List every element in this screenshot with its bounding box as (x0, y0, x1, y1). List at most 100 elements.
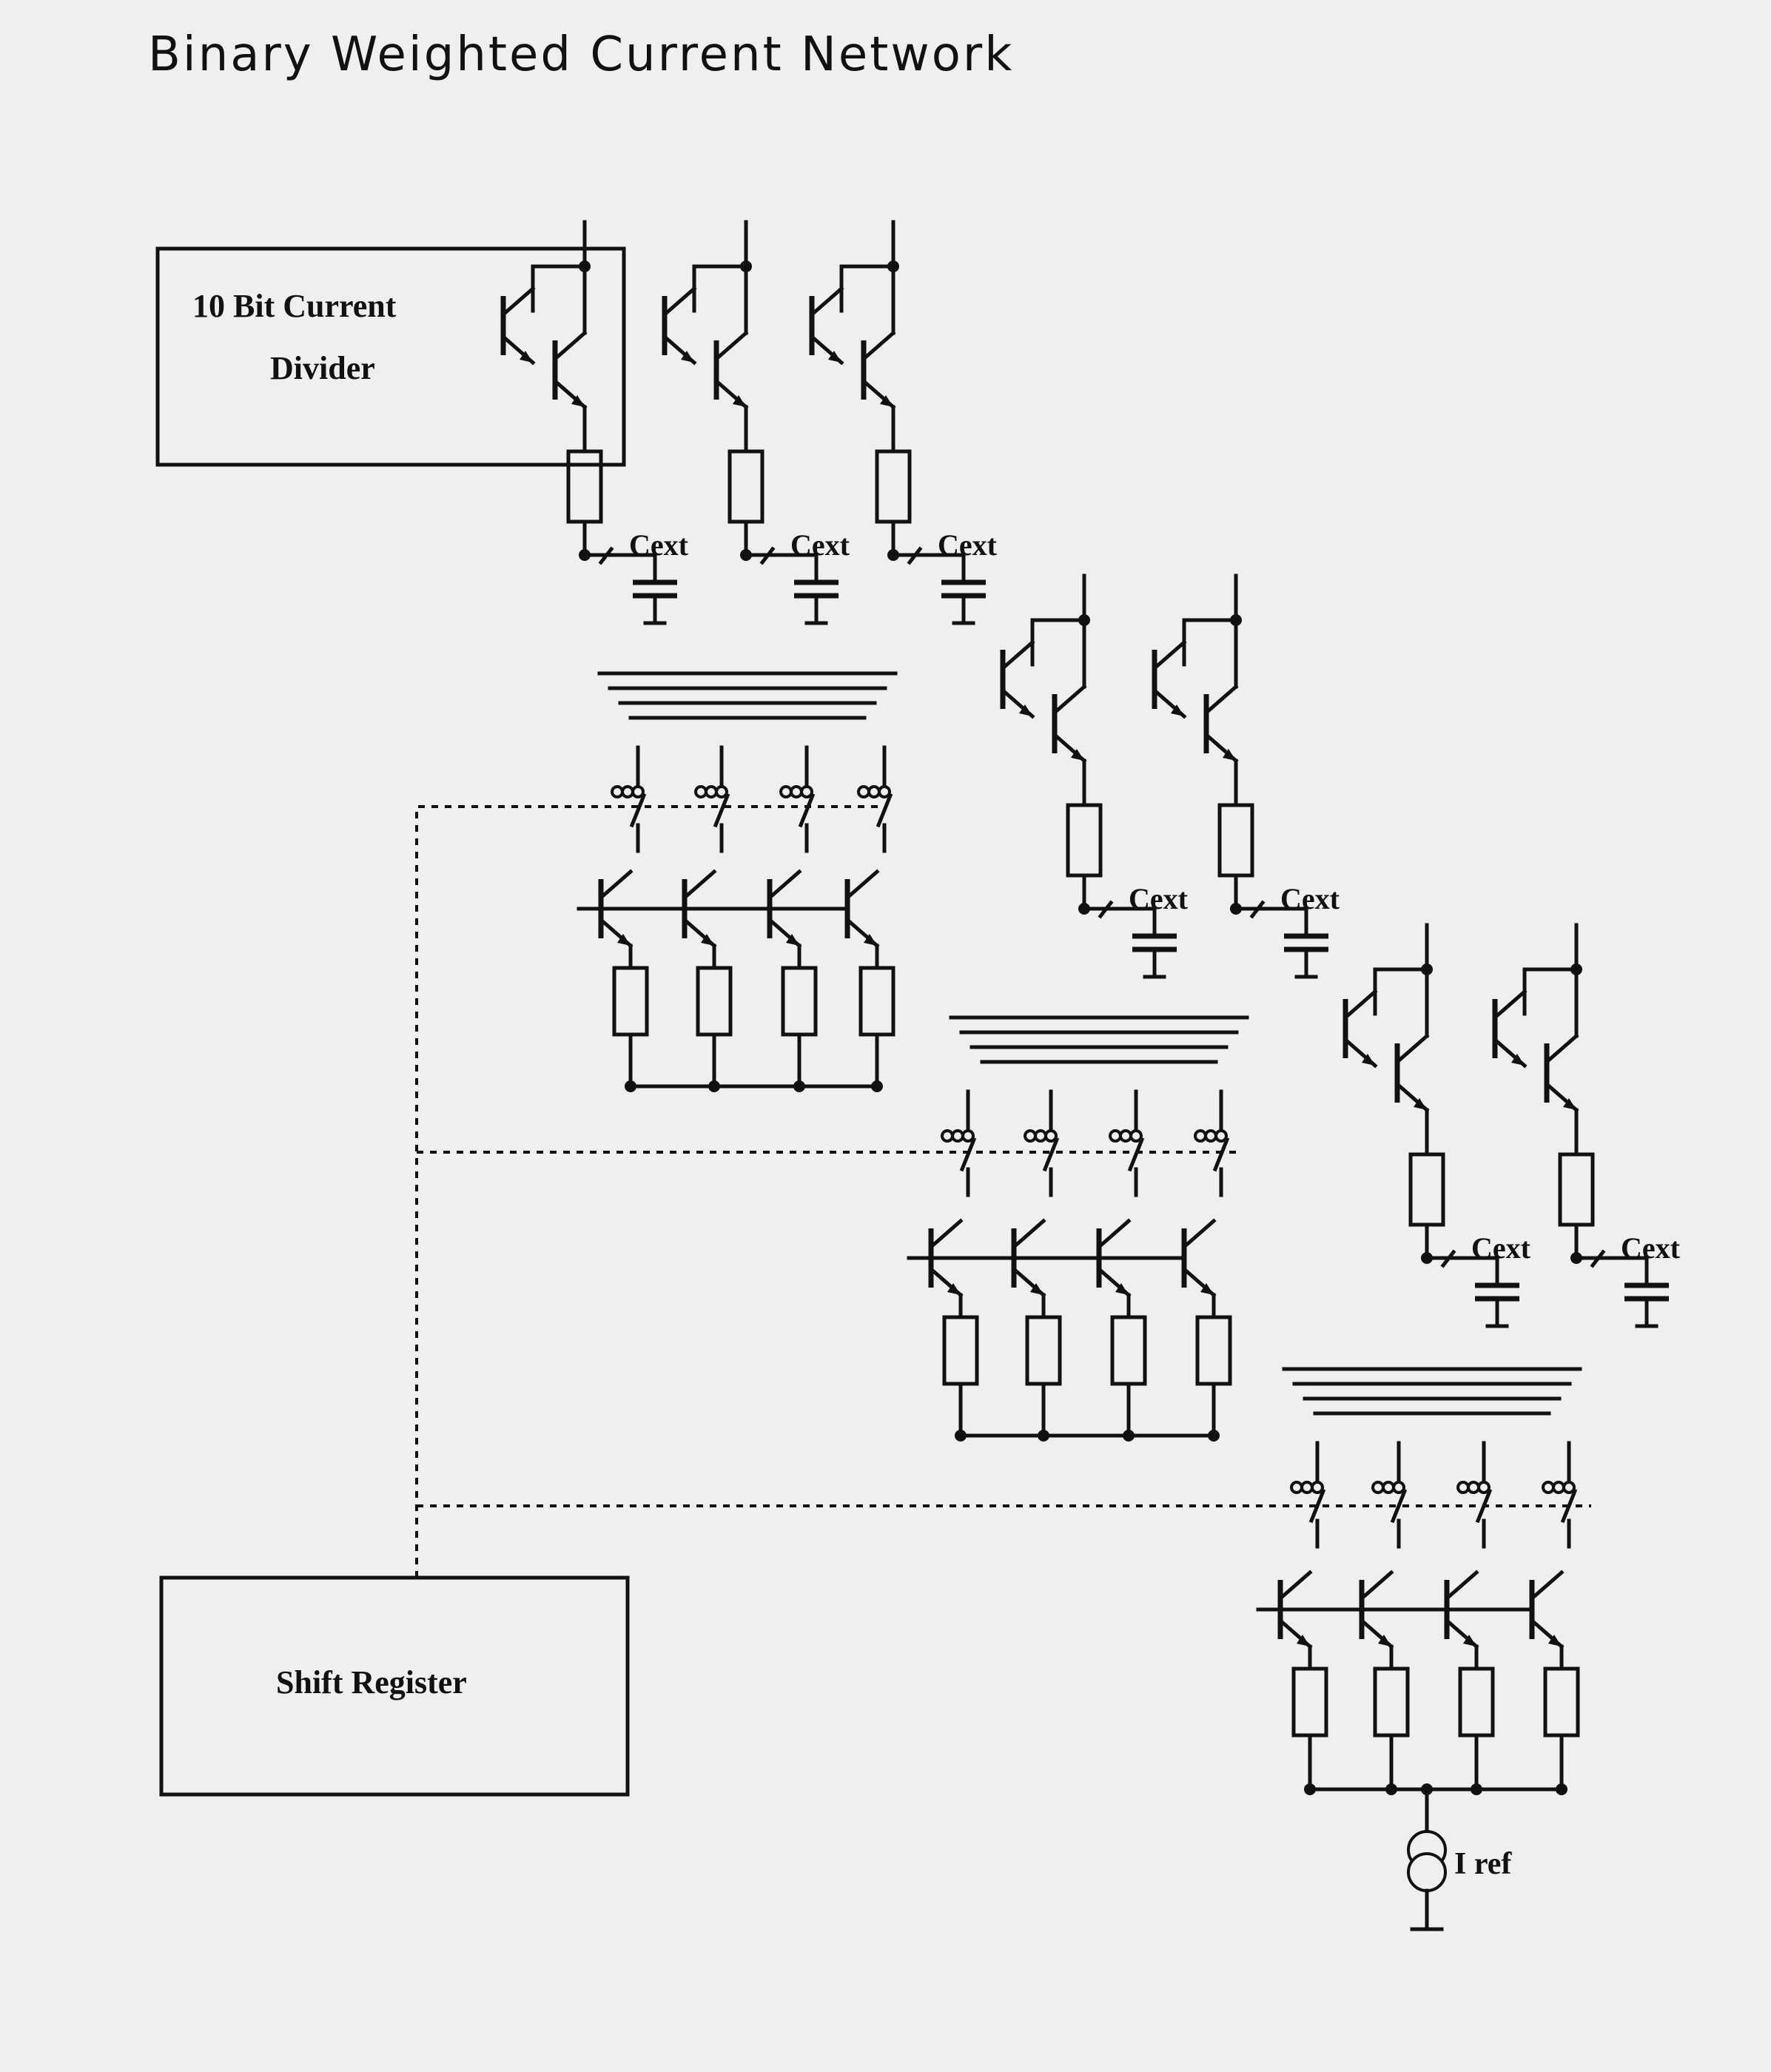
capacitor (1624, 1282, 1669, 1302)
emitter-arrow (864, 934, 877, 946)
emitter-arrow (786, 934, 799, 946)
switch-contact (1300, 1481, 1314, 1494)
resistor (781, 966, 818, 1037)
capacitor (941, 579, 986, 599)
emitter-arrow (1297, 1635, 1310, 1646)
cext-label: Cext (629, 528, 689, 562)
wire (619, 553, 657, 583)
transistor-collector (1444, 1570, 1479, 1601)
resistor (1110, 1315, 1147, 1386)
emitter-arrow (1463, 1635, 1476, 1646)
cext-label: Cext (1621, 1231, 1681, 1265)
transistor-collector (928, 1218, 964, 1250)
capacitor (1132, 933, 1177, 952)
resistor (1458, 1666, 1495, 1738)
transistor-collector (861, 330, 896, 362)
transistor-collector (1011, 1218, 1046, 1250)
current-divider-box (155, 246, 626, 467)
transistor-collector (1359, 1570, 1394, 1601)
emitter-arrow (571, 395, 585, 407)
switch-contact (961, 1129, 975, 1143)
switch-contact (951, 1129, 964, 1143)
switch-contact (857, 785, 870, 798)
resistor (696, 966, 733, 1037)
switch-contact (1194, 1129, 1207, 1143)
divider-stage (907, 1015, 1249, 1442)
switch-contact (1456, 1481, 1470, 1494)
switch-contact (1119, 1129, 1132, 1143)
emitter-arrow (1414, 1098, 1427, 1110)
switch-contact (1290, 1481, 1303, 1494)
switch-blade (1212, 1137, 1230, 1172)
switch-contact (611, 785, 624, 798)
switch-contact (1542, 1481, 1555, 1494)
transistor-collector (1181, 1218, 1217, 1250)
output-cell: Cext (662, 220, 850, 625)
transistor-collector (1277, 1570, 1313, 1601)
transistor-collector (1394, 1033, 1430, 1065)
capacitor (794, 579, 839, 599)
cext-label: Cext (1129, 882, 1189, 915)
wire (1522, 967, 1579, 1016)
switch-blade (1042, 1137, 1060, 1172)
resistor (1291, 1666, 1328, 1738)
transistor-collector (1529, 1570, 1565, 1601)
divider-label-line2: Divider (270, 350, 375, 386)
switch-contact (705, 785, 718, 798)
cext-label: Cext (790, 528, 850, 562)
capacitor (1284, 933, 1328, 952)
wire (692, 264, 748, 313)
switch-contact (1552, 1481, 1565, 1494)
shift-register-box (159, 1575, 630, 1797)
resistor (1025, 1315, 1062, 1386)
capacitor (1475, 1282, 1519, 1302)
divider-label-line1: 10 Bit Current (192, 288, 397, 324)
cext-label: Cext (1471, 1231, 1531, 1265)
wire (1030, 618, 1086, 667)
iref-label: I ref (1454, 1847, 1512, 1881)
resistor (566, 449, 603, 524)
output-cell: Cext (809, 220, 998, 625)
switch-contact (694, 785, 708, 798)
emitter-arrow (617, 934, 631, 946)
transistor-collector (1544, 1033, 1579, 1065)
emitter-arrow (1548, 1635, 1562, 1646)
transistor-collector (1052, 684, 1087, 716)
emitter-arrow (1200, 1283, 1214, 1295)
emitter-arrow (828, 351, 841, 363)
reference-current-source: I ref (1407, 1783, 1512, 1931)
emitter-arrow (733, 395, 746, 407)
switch-contact (878, 785, 891, 798)
emitter-arrow (1030, 1283, 1044, 1295)
switch-contact (1371, 1481, 1385, 1494)
switch-contact (1311, 1481, 1324, 1494)
wire (891, 546, 932, 565)
switch-contact (779, 785, 793, 798)
switch-blade (629, 793, 647, 828)
resistor (1066, 803, 1103, 878)
transistor-collector (713, 330, 749, 362)
emitter-arrow (1019, 704, 1032, 716)
capacitor-ground (952, 595, 975, 625)
switch-blade (1308, 1488, 1326, 1524)
switch-contact (790, 785, 803, 798)
diagram-title: Binary Weighted Current Network (148, 27, 1014, 82)
emitter-arrow (681, 351, 694, 363)
capacitor-ground (1294, 949, 1318, 979)
emitter-arrow (1171, 704, 1184, 716)
resistor (1195, 1315, 1232, 1386)
switch-contact (867, 785, 881, 798)
transistor-collector (1000, 639, 1035, 671)
wire (1425, 1249, 1466, 1268)
switch-contact (941, 1129, 954, 1143)
resistor (612, 966, 649, 1037)
resistor (1217, 803, 1254, 878)
resistor (858, 966, 895, 1037)
switch-blade (713, 793, 730, 828)
wire (582, 546, 624, 565)
emitter-arrow (1223, 749, 1236, 761)
wire (1574, 1249, 1616, 1268)
capacitor-ground (804, 595, 828, 625)
resistor (942, 1315, 979, 1386)
